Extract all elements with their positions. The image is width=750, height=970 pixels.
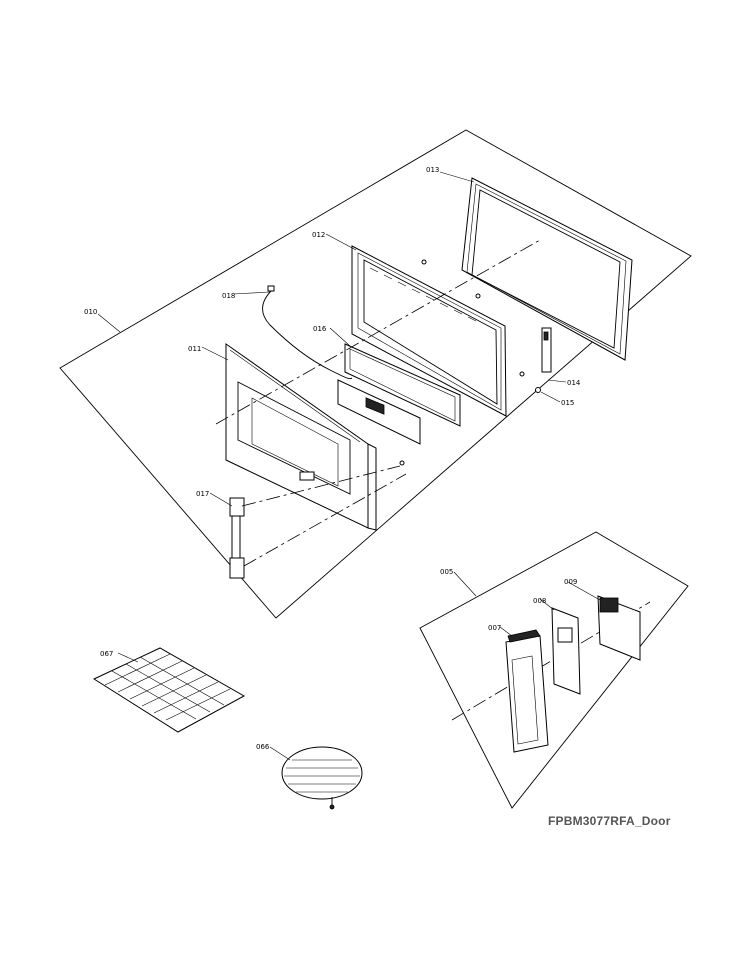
part-013-inner-frame [461,177,633,361]
part-009-circuit-board [597,595,641,661]
part-011-outer-door [225,343,377,531]
part-labels: 010 011 012 013 014 015 016 017 018 005 … [84,166,581,751]
label-007: 007 [488,624,501,632]
label-008: 008 [533,597,546,605]
part-016-inner-panel [337,379,421,445]
label-014: 014 [567,379,581,387]
part-067-oven-rack [92,647,246,733]
alignment-lines [215,239,651,721]
label-010: 010 [84,308,97,316]
label-015: 015 [561,399,574,407]
part-016-glass-panel [344,343,461,427]
part-017-handle [229,497,245,579]
part-007-control-panel [505,629,549,753]
control-panel-box [419,531,689,809]
frame-screws [399,259,525,466]
door-assembly-box [59,129,692,619]
part-008-bracket [551,607,581,695]
label-018: 018 [222,292,235,300]
part-012-choke-frame [351,245,507,417]
label-066: 066 [256,743,270,751]
label-009: 009 [564,578,577,586]
label-012: 012 [312,231,325,239]
label-067: 067 [100,650,113,658]
label-017: 017 [196,490,209,498]
leader-lines [97,171,601,761]
part-018-wire-harness [262,285,353,380]
label-011: 011 [188,345,201,353]
diagram-caption: FPBM3077RFA_Door [548,814,671,828]
label-016: 016 [313,325,327,333]
part-014-latch [541,327,552,373]
label-013: 013 [426,166,439,174]
part-015-screw [535,387,541,393]
label-005: 005 [440,568,453,576]
part-066-round-rack [281,746,363,810]
